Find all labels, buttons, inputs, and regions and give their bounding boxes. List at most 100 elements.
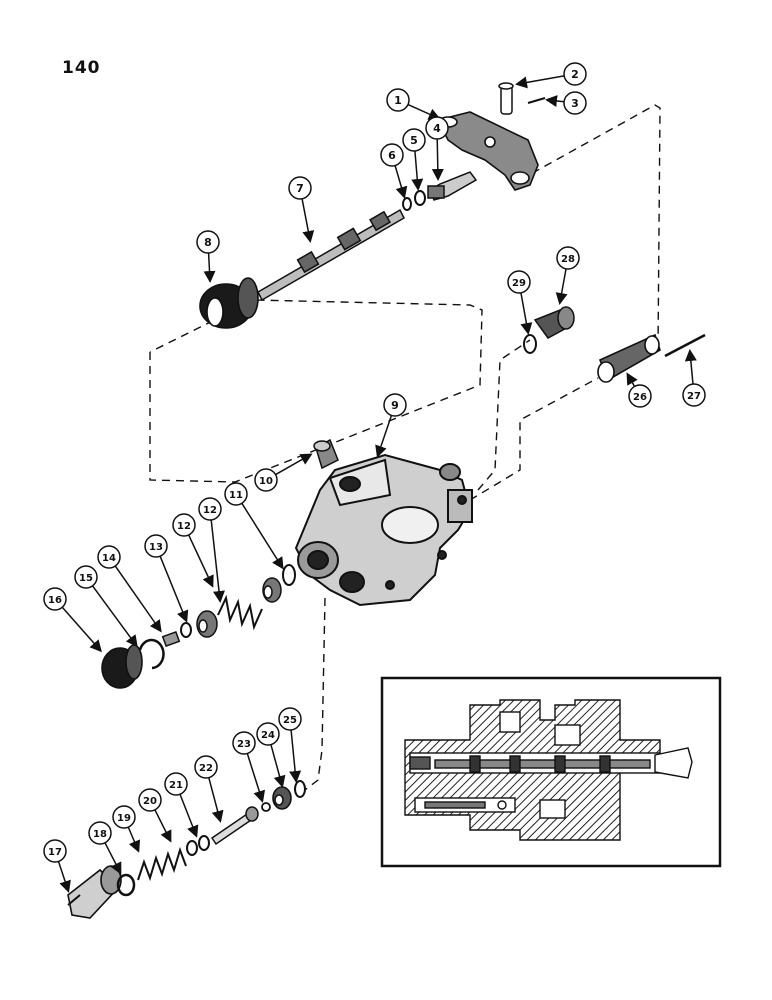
part-19-ring <box>116 873 136 897</box>
callout-number: 7 <box>296 182 304 195</box>
callout-circle <box>232 731 256 755</box>
callout-circle <box>74 565 98 589</box>
page-number: 140 <box>62 58 101 78</box>
part-17-cap <box>101 644 143 689</box>
guide-line-link-to-body <box>469 377 599 501</box>
callout-22: 22 <box>194 755 224 823</box>
callout-number: 28 <box>561 254 575 265</box>
callout-14: 14 <box>97 545 162 633</box>
callout-leader <box>289 729 302 783</box>
callout-circle <box>402 128 426 152</box>
callout-23: 23 <box>232 731 266 803</box>
callout-2: 2 <box>515 62 587 89</box>
callout-21: 21 <box>164 772 199 838</box>
callout-12: 12 <box>172 513 214 588</box>
callout-circle <box>507 270 531 294</box>
callout-circle <box>425 116 449 140</box>
part-11-ring <box>282 564 296 586</box>
callout-26: 26 <box>626 372 652 408</box>
callout-4: 4 <box>425 116 449 181</box>
part-15-screw <box>161 630 181 648</box>
callout-leader <box>179 793 199 838</box>
callout-number: 9 <box>391 399 399 412</box>
part-2-pin <box>498 82 514 115</box>
callout-18: 18 <box>88 821 122 875</box>
callout-15: 15 <box>74 565 138 648</box>
callout-leader <box>301 198 315 243</box>
part-14-ring <box>180 622 192 638</box>
part-5-ring <box>414 190 426 206</box>
callout-number: 6 <box>388 149 396 162</box>
callout-circle <box>278 707 302 731</box>
callout-27: 27 <box>682 349 706 407</box>
callout-leader <box>431 138 444 181</box>
callout-29: 29 <box>507 270 533 335</box>
callout-number: 12 <box>203 505 217 516</box>
callout-number: 2 <box>571 68 579 81</box>
part-20-spring <box>137 846 187 882</box>
cross-section-inset <box>380 676 722 868</box>
part-12-washer-lower <box>196 610 218 638</box>
part-7-spool <box>257 208 405 302</box>
callout-circle <box>383 393 407 417</box>
callout-number: 24 <box>261 730 275 741</box>
callout-number: 20 <box>143 796 157 807</box>
callout-leader <box>104 842 122 875</box>
callout-number: 10 <box>259 476 273 487</box>
callout-circle <box>288 176 312 200</box>
callout-number: 4 <box>433 122 441 135</box>
callout-number: 5 <box>410 134 418 147</box>
callout-leader <box>91 585 138 648</box>
part-28-pin <box>664 333 706 358</box>
callout-circle <box>43 839 67 863</box>
callout-leader <box>208 777 224 823</box>
part-12-washer-upper <box>262 577 282 603</box>
part-24-ball <box>261 802 271 812</box>
part-26-ring <box>294 780 306 798</box>
callout-number: 29 <box>512 278 526 289</box>
callout-circle <box>256 722 280 746</box>
callout-28: 28 <box>555 246 580 305</box>
callout-number: 17 <box>48 847 62 858</box>
part-16-snap-ring <box>138 638 165 670</box>
callout-circle <box>254 468 278 492</box>
callout-number: 8 <box>204 236 212 249</box>
callout-number: 19 <box>117 813 131 824</box>
part-9-valve-body <box>294 453 473 607</box>
callout-12: 12 <box>198 497 225 603</box>
callout-circle <box>138 788 162 812</box>
callout-17: 17 <box>43 839 71 893</box>
part-30-ring <box>523 334 537 354</box>
callout-leader <box>555 268 568 305</box>
part-1-lever <box>436 111 539 191</box>
callout-circle <box>628 384 652 408</box>
callout-leader <box>626 372 638 387</box>
callout-leader <box>394 165 408 199</box>
part-8-end-cap <box>199 277 259 329</box>
guide-line-plug-29 <box>477 339 531 491</box>
callout-number: 21 <box>169 780 183 791</box>
callout-leader <box>159 555 189 623</box>
callout-5: 5 <box>402 128 426 191</box>
part-25-seat <box>272 786 292 810</box>
callout-3: 3 <box>545 91 587 115</box>
callout-13: 13 <box>144 534 189 623</box>
callout-number: 15 <box>79 573 93 584</box>
callout-labels: 1234567891011121213141516171819202122232… <box>43 62 706 893</box>
callout-24: 24 <box>256 722 286 788</box>
callout-circle <box>196 230 220 254</box>
callout-circle <box>172 513 196 537</box>
callout-number: 12 <box>177 521 191 532</box>
callout-number: 11 <box>229 490 243 501</box>
callout-1: 1 <box>386 88 441 120</box>
part-10-fitting <box>313 438 339 470</box>
part-21-ring <box>186 840 198 856</box>
callout-leader <box>114 565 162 633</box>
callout-circle <box>198 497 222 521</box>
part-3-cotter-pin <box>527 97 546 104</box>
callout-circle <box>224 482 248 506</box>
callout-number: 25 <box>283 715 297 726</box>
callout-circle <box>112 805 136 829</box>
callout-leader <box>375 415 393 458</box>
callout-leader <box>187 534 214 588</box>
